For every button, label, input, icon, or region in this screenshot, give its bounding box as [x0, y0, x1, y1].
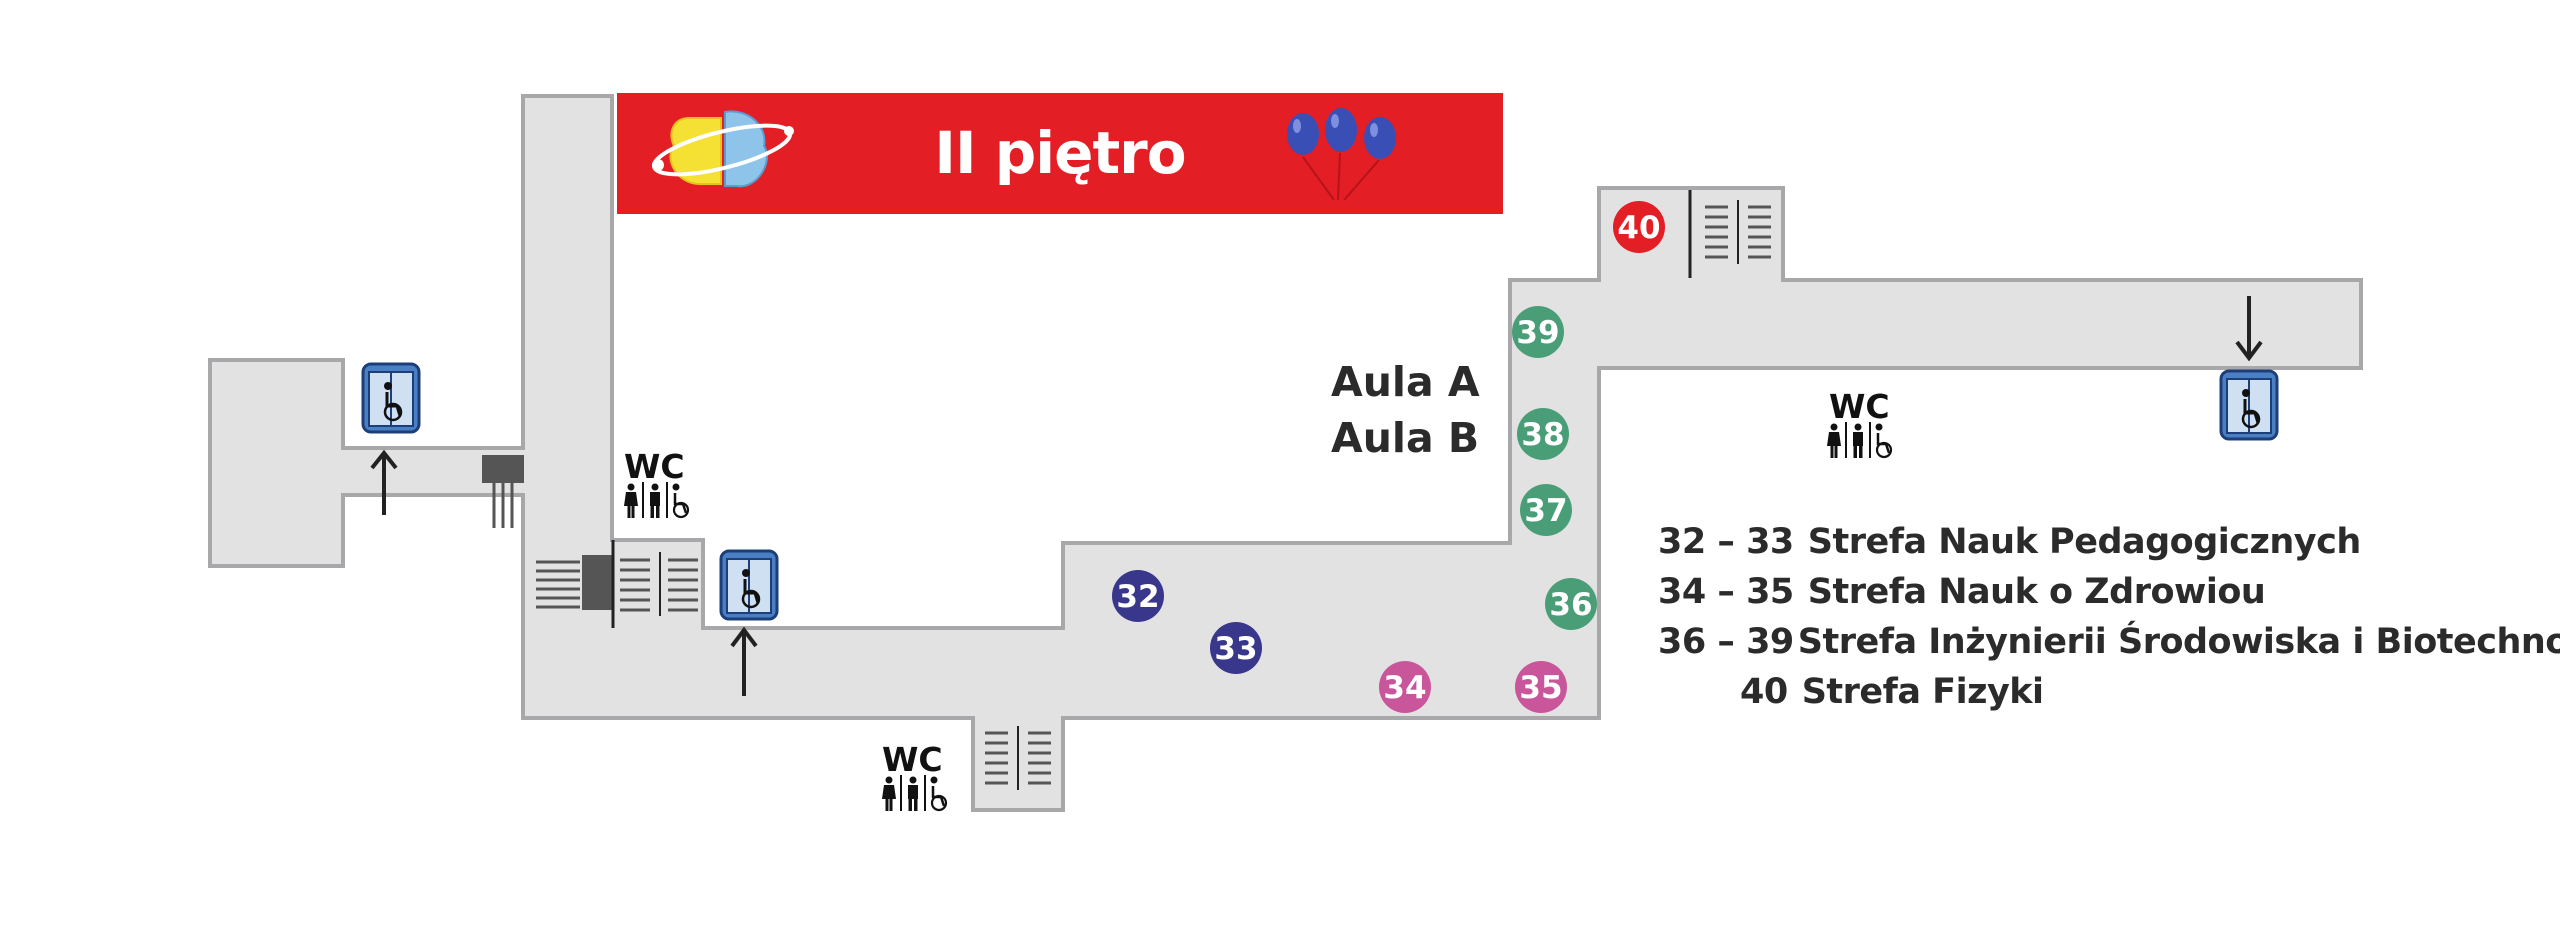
header: II piętro	[617, 93, 1503, 214]
room-marker-number: 35	[1519, 670, 1562, 706]
room-marker-37[interactable]: 37	[1520, 484, 1572, 536]
room-marker-39[interactable]: 39	[1512, 306, 1564, 358]
room-marker-number: 40	[1617, 210, 1660, 246]
stairs-top-right	[1688, 190, 1771, 278]
elevator-icon[interactable]	[719, 549, 779, 621]
wc-icon	[622, 480, 690, 520]
room-marker-circle	[1112, 570, 1164, 622]
wc-label: WC	[1829, 387, 1890, 426]
room-marker-number: 38	[1521, 417, 1564, 453]
room-marker-number: 33	[1214, 631, 1257, 667]
legend-name: Strefa Nauk Pedagogicznych	[1807, 522, 2361, 562]
room-marker-circle	[1512, 306, 1564, 358]
room-marker-circle	[1379, 661, 1431, 713]
room-marker-32[interactable]: 32	[1112, 570, 1164, 622]
wc-icon	[880, 773, 948, 813]
floor-plan-outline	[208, 94, 2363, 812]
room-marker-number: 36	[1549, 587, 1592, 623]
room-marker-34[interactable]: 34	[1379, 661, 1431, 713]
stairs-bottom	[985, 726, 1051, 790]
legend-item: 32 – 33 Strefa Nauk Pedagogicznych	[1658, 522, 2361, 562]
legend-item: 40 Strefa Fizyki	[1740, 672, 2044, 712]
legend-name: Strefa Nauk o Zdrowiou	[1807, 572, 2266, 612]
room-marker-number: 34	[1383, 670, 1426, 706]
room-marker-35[interactable]: 35	[1515, 661, 1567, 713]
legend-name: Strefa Fizyki	[1801, 672, 2044, 712]
stairs-left	[482, 455, 524, 528]
room-marker-circle	[1613, 201, 1665, 253]
elevator-icon[interactable]	[2219, 369, 2279, 441]
room-marker-circle	[1515, 661, 1567, 713]
legend-item: 34 – 35 Strefa Nauk o Zdrowiou	[1658, 572, 2266, 612]
room-marker-number: 39	[1516, 315, 1559, 351]
elevator-icon[interactable]	[361, 362, 421, 434]
legend-range: 40	[1740, 672, 1788, 712]
room-marker-38[interactable]: 38	[1517, 408, 1569, 460]
room-label-aula-b: Aula B	[1331, 414, 1480, 462]
room-marker-33[interactable]: 33	[1210, 622, 1262, 674]
stairs-center	[536, 540, 698, 628]
arrow-down-icon	[2235, 296, 2263, 362]
legend-range: 34 – 35	[1658, 572, 1794, 612]
brain-logo-icon	[651, 110, 794, 188]
page-title: II piętro	[934, 119, 1186, 187]
legend-range: 32 – 33	[1658, 522, 1794, 562]
room-marker-circle	[1545, 578, 1597, 630]
wc-label: WC	[624, 447, 685, 486]
wc-label: WC	[882, 740, 943, 779]
room-marker-circle	[1210, 622, 1262, 674]
room-marker-number: 37	[1524, 493, 1567, 529]
legend-range: 36 – 39	[1658, 622, 1794, 662]
room-marker-36[interactable]: 36	[1545, 578, 1597, 630]
room-marker-number: 32	[1116, 579, 1159, 615]
room-marker-circle	[1517, 408, 1569, 460]
room-marker-circle	[1520, 484, 1572, 536]
wc-icon	[1825, 420, 1893, 460]
room-marker-40[interactable]: 40	[1613, 201, 1665, 253]
arrow-up-icon	[370, 449, 398, 515]
arrow-up-icon	[730, 626, 758, 696]
room-label-aula-a: Aula A	[1331, 358, 1480, 406]
balloons-icon	[1287, 108, 1396, 201]
legend-name: Strefa Inżynierii Środowiska i Biotechno…	[1797, 622, 2560, 662]
